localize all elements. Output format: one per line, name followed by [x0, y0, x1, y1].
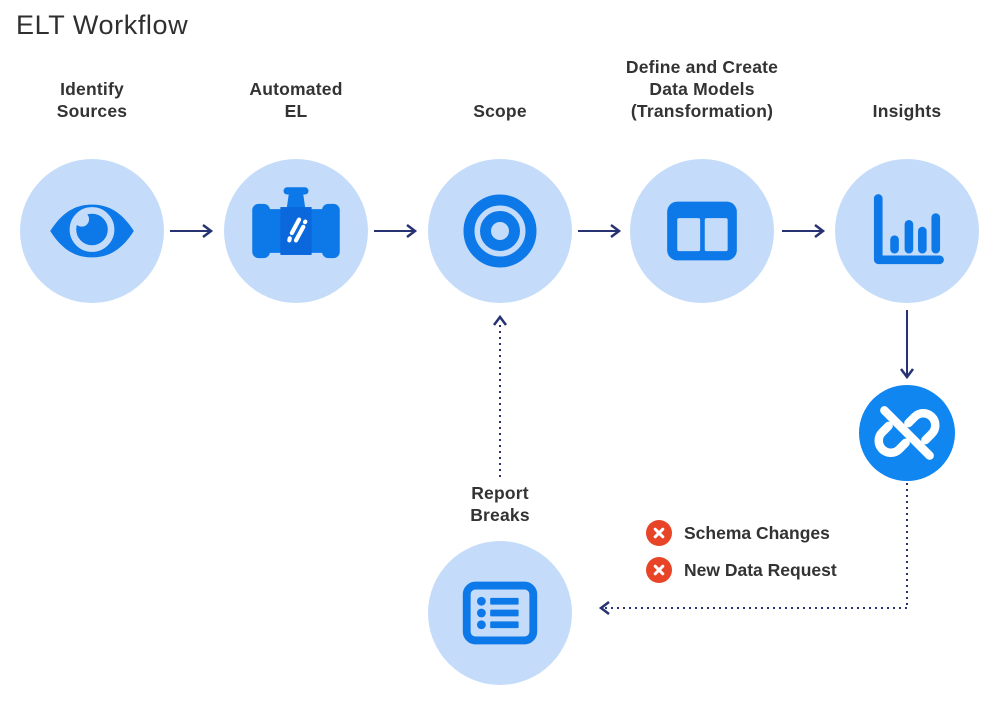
- stage-label-insights: Insights: [872, 101, 942, 121]
- broken-link-icon: [874, 406, 940, 460]
- flow-arrow-1: [170, 224, 214, 238]
- stage-node-insights: [835, 159, 979, 303]
- flow-arrow-4: [782, 224, 826, 238]
- bar-chart-icon: [873, 194, 944, 265]
- flow-arrow-3: [578, 224, 622, 238]
- report-breaks-node: [428, 541, 572, 685]
- data-table-icon: [667, 201, 737, 261]
- dotted-line-vertical: [906, 483, 908, 609]
- eye-icon: [50, 204, 134, 258]
- stage-label-data-models: Define and Create Data Models (Transform…: [625, 57, 779, 121]
- dotted-arrow-to-report-breaks: [598, 601, 907, 615]
- pipe-icon: [252, 187, 340, 259]
- stage-node-scope: [428, 159, 572, 303]
- diagram-title: ELT Workflow: [16, 10, 189, 40]
- error-x-icon: [646, 557, 672, 583]
- list-icon: [462, 581, 538, 645]
- legend-row-new-data-request: New Data Request: [646, 556, 837, 584]
- report-breaks-label: Report Breaks: [470, 483, 530, 525]
- stage-label-automated-el: Automated EL: [249, 79, 343, 121]
- legend-label-new-data-request: New Data Request: [684, 559, 837, 580]
- stage-node-automated-el: [224, 159, 368, 303]
- flow-arrow-down: [900, 310, 914, 380]
- stage-node-identify-sources: [20, 159, 164, 303]
- error-x-icon: [646, 520, 672, 546]
- stage-node-data-models: [630, 159, 774, 303]
- flow-arrow-2: [374, 224, 418, 238]
- legend-label-schema-changes: Schema Changes: [684, 522, 830, 543]
- dotted-arrow-to-scope: [493, 314, 507, 478]
- break-node: [859, 385, 955, 481]
- stage-label-scope: Scope: [473, 101, 527, 121]
- target-icon: [463, 194, 537, 268]
- legend-row-schema-changes: Schema Changes: [646, 519, 830, 547]
- stage-label-identify-sources: Identify Sources: [56, 79, 128, 121]
